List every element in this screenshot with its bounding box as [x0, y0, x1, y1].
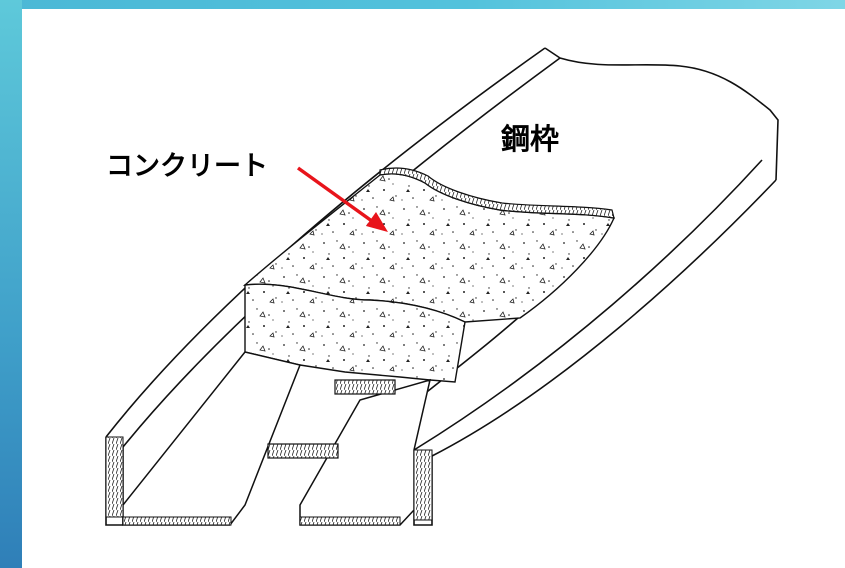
concrete-back-hatch — [379, 167, 615, 219]
rib-upper — [334, 379, 396, 395]
rib-lower — [267, 443, 339, 459]
concrete-front-face — [244, 283, 466, 383]
floor-plate-left — [122, 351, 302, 526]
right-wall-outer — [431, 179, 777, 457]
label-concrete: コンクリート — [106, 151, 268, 182]
label-steel-frame: 鋼枠 — [501, 122, 560, 156]
bottom-hatch-right — [299, 516, 401, 526]
bottom-hatch-left — [122, 516, 232, 526]
right-wall-top-edge — [413, 159, 763, 451]
top-accent-bar — [0, 0, 845, 9]
wall-hatch-right — [413, 449, 433, 521]
wall-hatch-left — [105, 436, 124, 518]
frame-torn-edge — [559, 57, 779, 181]
left-accent-bar — [0, 0, 22, 568]
red-arrow — [296, 166, 388, 232]
